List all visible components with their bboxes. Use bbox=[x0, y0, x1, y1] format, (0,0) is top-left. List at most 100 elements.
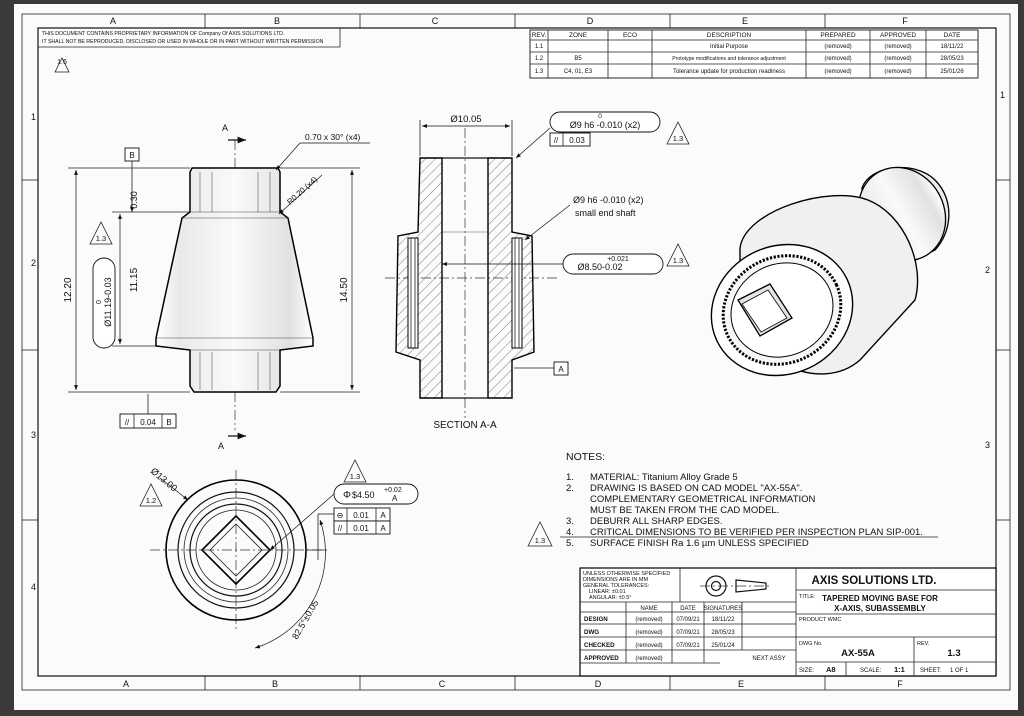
section-dim-bore-tol: +0.021 bbox=[607, 256, 629, 263]
rev-row1-prep: (removed) bbox=[824, 44, 851, 50]
rev-row2-prep: (removed) bbox=[824, 56, 851, 62]
svg-text:A: A bbox=[380, 511, 386, 520]
zone-bottom-e: E bbox=[738, 679, 744, 689]
proprietary-line-2: IT SHALL NOT BE REPRODUCED, DISCLOSED OR… bbox=[42, 39, 324, 45]
zone-top-d: D bbox=[587, 16, 594, 26]
bottom-position-value: $4.50 bbox=[352, 490, 375, 500]
tb-rev-label: REV. bbox=[917, 641, 930, 647]
rev-header-approved: APPROVED bbox=[880, 32, 916, 39]
rev-header-prepared: PREPARED bbox=[820, 32, 856, 39]
bottom-fcf-1: ⊖ 0.01 A bbox=[333, 507, 391, 522]
tb-row-design-date: 07/09/21 bbox=[676, 617, 700, 623]
tb-product-label: PRODUCT WMC bbox=[799, 617, 841, 623]
rev-row3-prep: (removed) bbox=[824, 69, 851, 75]
front-dim-height: 14.50 bbox=[339, 277, 350, 302]
tb-row-dwg-sign: 28/05/23 bbox=[711, 630, 735, 636]
tb-general-2: DIMENSIONS ARE IN MM bbox=[583, 577, 649, 583]
note-4-num: 4. bbox=[566, 527, 574, 538]
rev-row1-rev: 1.1 bbox=[535, 44, 544, 50]
svg-text:B: B bbox=[166, 418, 171, 427]
bottom-rev-tag-1: 1.2 bbox=[146, 496, 156, 505]
section-dim-outer: Ø10.05 bbox=[450, 114, 481, 125]
tb-row-checked-sign: 25/01/24 bbox=[711, 643, 735, 649]
proprietary-notice: THIS DOCUMENT CONTAINS PROPRIETARY INFOR… bbox=[38, 28, 341, 48]
rev-row3-appr: (removed) bbox=[884, 69, 911, 75]
rev-row3-zone: C4, 01, E3 bbox=[564, 69, 593, 75]
notes-block: NOTES: 1. MATERIAL: Titanium Alloy Grade… bbox=[527, 451, 938, 549]
front-dim-dia-top: 0 bbox=[96, 300, 103, 304]
front-dim-top: 0.30 bbox=[129, 191, 139, 209]
front-chamfer-note: 0.70 x 30° (x4) bbox=[305, 132, 361, 142]
zone-left-2: 2 bbox=[31, 258, 36, 268]
notes-rev-tag: 1.3 bbox=[535, 536, 545, 545]
section-dim-shaft-top: 0 bbox=[598, 113, 602, 120]
tb-row-design-label: DESIGN bbox=[584, 616, 608, 623]
note-1-text: MATERIAL: Titanium Alloy Grade 5 bbox=[590, 472, 738, 483]
rev-row3-desc: Tolerance update for production readines… bbox=[673, 69, 785, 75]
zone-top-b: B bbox=[274, 16, 280, 26]
front-datum-b: B bbox=[129, 151, 134, 160]
rev-row3-rev: 1.3 bbox=[535, 69, 544, 75]
note-3-num: 3. bbox=[566, 516, 574, 527]
front-view: A A 0.70 x 30° (x4) R0.20 (x4) B bbox=[63, 123, 370, 451]
revision-table: REV. ZONE ECO DESCRIPTION PREPARED APPRO… bbox=[529, 29, 979, 79]
tb-rev: 1.3 bbox=[947, 648, 960, 659]
zone-bottom-a: A bbox=[123, 679, 129, 689]
bottom-position-datum: A bbox=[392, 494, 398, 503]
tb-row-design-name: (removed) bbox=[635, 617, 662, 623]
tb-general-5: ANGULAR: ±0.5° bbox=[589, 595, 632, 601]
svg-text:0.03: 0.03 bbox=[569, 136, 585, 145]
zone-top-a: A bbox=[110, 16, 116, 26]
front-parallelism-fcf: // 0.04 B bbox=[119, 394, 177, 429]
svg-text://: // bbox=[338, 524, 343, 533]
rev-row2-desc: Prototype modifications and tolerance ad… bbox=[672, 56, 786, 62]
zone-top-c: C bbox=[432, 16, 439, 26]
rev-marker-top: 1.6 bbox=[54, 57, 70, 73]
note-2c-text: MUST BE TAKEN FROM THE CAD MODEL. bbox=[590, 505, 779, 516]
svg-text:⊖: ⊖ bbox=[337, 511, 344, 520]
tb-col-name: NAME bbox=[640, 606, 657, 612]
zone-bottom-b: B bbox=[272, 679, 278, 689]
zone-left-4: 4 bbox=[31, 582, 36, 592]
rev-row2-appr: (removed) bbox=[884, 56, 911, 62]
tb-row-design-sign: 18/11/22 bbox=[712, 617, 736, 623]
tb-general-1: UNLESS OTHERWISE SPECIFIED bbox=[583, 571, 670, 577]
svg-text:A: A bbox=[380, 524, 386, 533]
note-2-num: 2. bbox=[566, 483, 574, 494]
tb-sheet-label: SHEET: bbox=[920, 668, 941, 674]
tb-row-approved-label: APPROVED bbox=[584, 655, 619, 662]
note-3-text: DEBURR ALL SHARP EDGES. bbox=[590, 516, 723, 527]
note-4-text: CRITICAL DIMENSIONS TO BE VERIFIED PER I… bbox=[590, 527, 923, 538]
section-flatness-fcf: // 0.03 bbox=[549, 132, 591, 147]
rev-row1-appr: (removed) bbox=[884, 44, 911, 50]
note-5-text: SURFACE FINISH Ra 1.6 µm UNLESS SPECIFIE… bbox=[590, 538, 809, 549]
section-callout-small-end-note: small end shaft bbox=[575, 208, 636, 218]
inner-frame bbox=[37, 27, 997, 677]
front-dim-taper: 11.15 bbox=[129, 267, 140, 292]
tb-dwg-no-label: DWG No. bbox=[799, 641, 823, 647]
title-block: UNLESS OTHERWISE SPECIFIED DIMENSIONS AR… bbox=[579, 567, 997, 677]
tb-row-checked-name: (removed) bbox=[635, 643, 662, 649]
section-label: SECTION A-A bbox=[433, 420, 497, 431]
note-2-text: DRAWING IS BASED ON CAD MODEL "AX-55A". bbox=[590, 483, 802, 494]
svg-text:0.04: 0.04 bbox=[140, 418, 156, 427]
zone-bottom-c: C bbox=[439, 679, 446, 689]
tb-title-label: TITLE: bbox=[799, 594, 816, 600]
tb-row-dwg-label: DWG bbox=[584, 629, 599, 636]
outer-frame bbox=[21, 13, 1011, 691]
tb-sheet: 1 OF 1 bbox=[950, 668, 969, 674]
section-letter-top: A bbox=[222, 123, 228, 133]
rev-row3-date: 25/01/26 bbox=[940, 69, 964, 75]
section-rev-tag-2: 1.3 bbox=[673, 256, 683, 265]
tb-size: A8 bbox=[826, 665, 836, 674]
tb-row-dwg-name: (removed) bbox=[635, 630, 662, 636]
tb-general-4: LINEAR: ±0.01 bbox=[589, 589, 626, 595]
bottom-position-symbol: Φ bbox=[343, 490, 351, 501]
isometric-view bbox=[710, 166, 950, 377]
tb-next-assy: NEXT ASSY bbox=[752, 656, 785, 662]
rev-header-description: DESCRIPTION bbox=[707, 32, 752, 39]
rev-row2-rev: 1.2 bbox=[535, 56, 544, 62]
tb-row-dwg-date: 07/09/21 bbox=[676, 630, 700, 636]
rev-header-zone: ZONE bbox=[569, 32, 588, 39]
section-rev-tag-1: 1.3 bbox=[673, 134, 683, 143]
